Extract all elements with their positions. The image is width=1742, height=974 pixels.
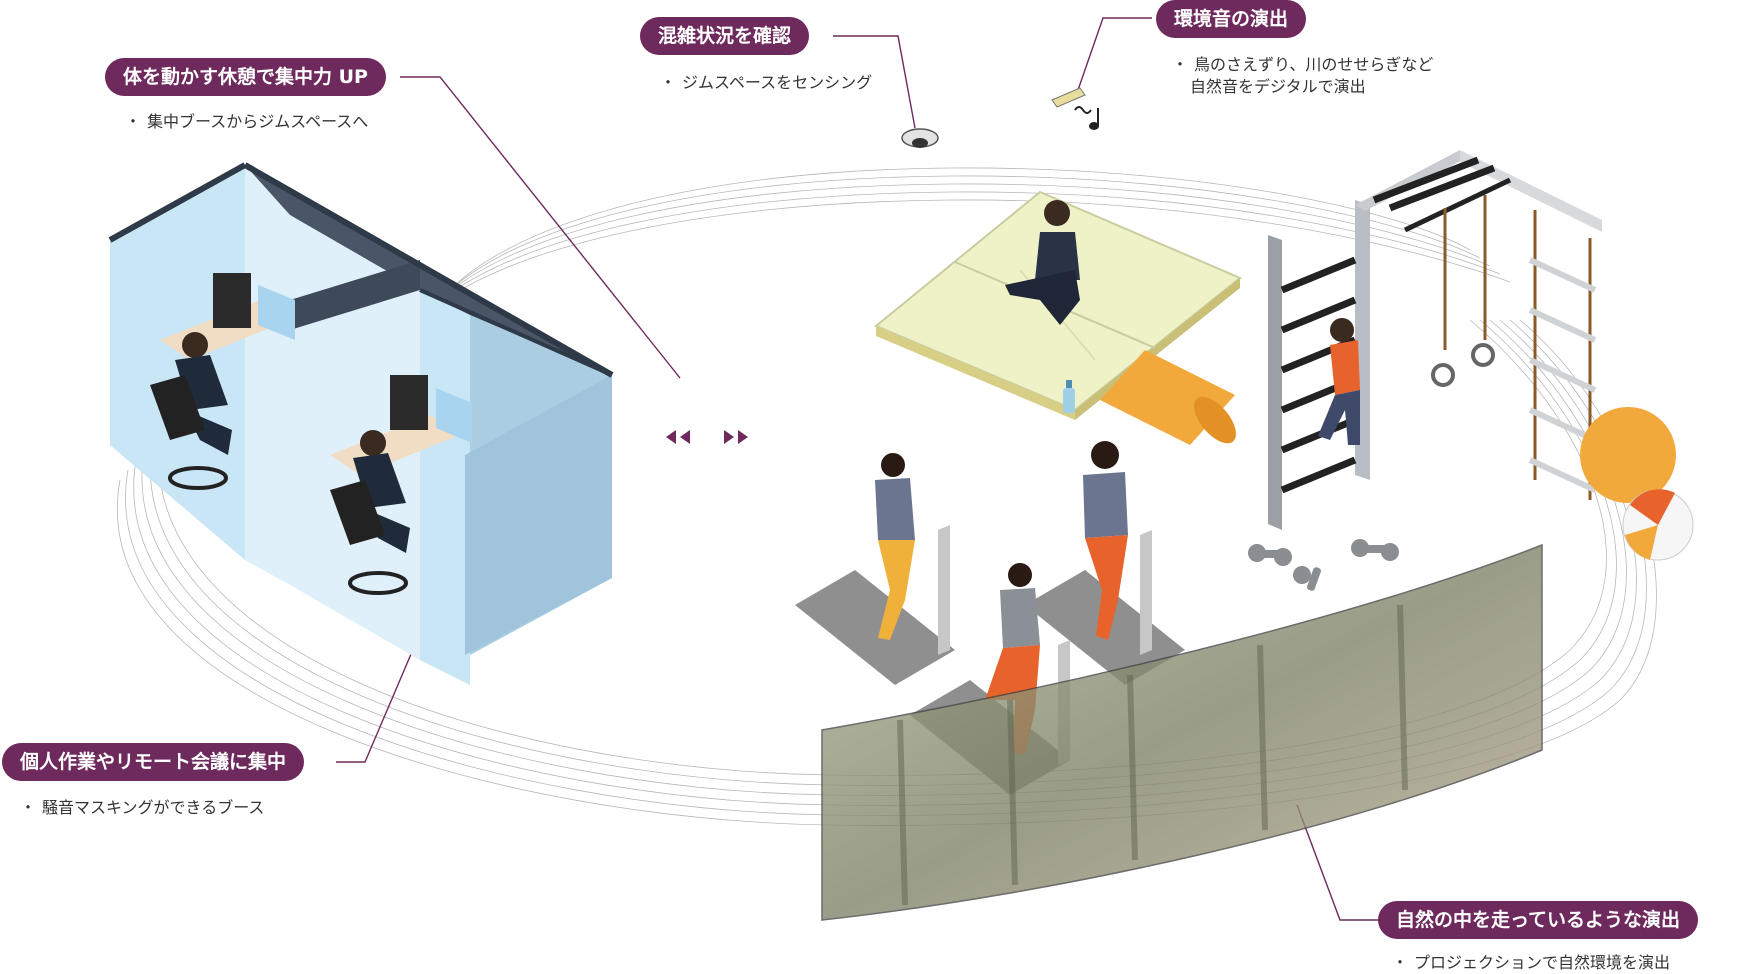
bullet: ・ (20, 798, 37, 817)
beach-ball (1622, 489, 1694, 561)
ambient-sound-note: ・鳥のさえずり、川のせせらぎなど 自然音をデジタルで演出 (1172, 54, 1433, 98)
ambient-sound-label: 環境音の演出 (1156, 0, 1307, 38)
focus-break-note-text: 集中ブースからジムスペースへ (147, 112, 369, 131)
dumbbells (1248, 539, 1399, 591)
ambient-sound-note-line2: 自然音をデジタルで演出 (1190, 77, 1366, 96)
focus-break-label: 体を動かす休憩で集中力 UP (105, 58, 386, 96)
booth-note: ・騒音マスキングができるブース (20, 797, 264, 819)
projection-note: ・プロジェクションで自然環境を演出 (1392, 952, 1670, 974)
exercise-ball (1580, 407, 1676, 503)
bullet: ・ (1392, 953, 1409, 972)
congestion-label: 混雑状況を確認 (640, 17, 810, 55)
booth-label: 個人作業やリモート会議に集中 (2, 743, 305, 781)
ambient-sound-note-line1: 鳥のさえずり、川のせせらぎなど (1194, 55, 1434, 74)
arrow-left-icon (666, 430, 690, 444)
bullet: ・ (660, 73, 677, 92)
projection-screen (821, 543, 1543, 921)
projection-label: 自然の中を走っているような演出 (1378, 901, 1699, 939)
speaker-icon (1051, 87, 1086, 108)
focus-booth (108, 162, 614, 685)
water-bottle (1063, 380, 1075, 413)
arrow-right-icon (724, 430, 748, 444)
booth-note-text: 騒音マスキングができるブース (42, 798, 265, 817)
congestion-note: ・ジムスペースをセンシング (660, 72, 872, 94)
projection-note-text: プロジェクションで自然環境を演出 (1414, 953, 1671, 972)
music-note-icon (1074, 106, 1099, 130)
yoga-person (1005, 200, 1080, 325)
focus-break-note: ・集中ブースからジムスペースへ (125, 111, 368, 133)
climbing-person (1318, 318, 1360, 445)
sensor-camera-icon (901, 128, 939, 148)
jungle-gym (1268, 150, 1602, 530)
bullet: ・ (125, 112, 142, 131)
congestion-note-text: ジムスペースをセンシング (682, 73, 873, 92)
bullet: ・ (1172, 55, 1189, 74)
yoga-mat (1100, 350, 1236, 445)
